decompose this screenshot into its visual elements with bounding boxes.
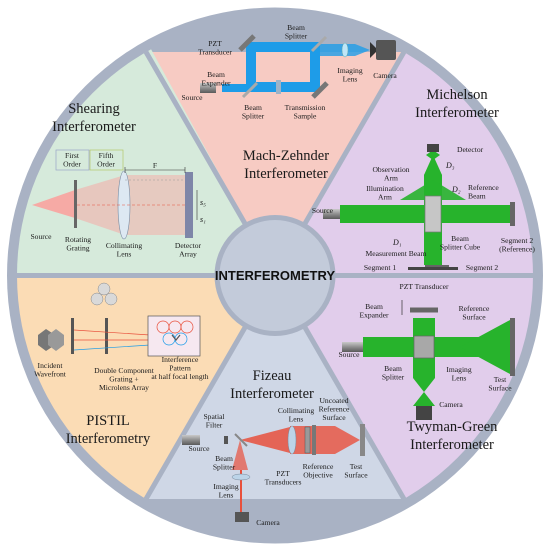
mz-camera-label: Camera (373, 71, 397, 80)
michelson-title-line1: Michelson (426, 87, 488, 103)
michelson-d2-label: D₂ (451, 185, 461, 194)
center-title: INTERFEROMETRY (215, 268, 335, 283)
michelson-segment-2-bottom-label: Segment 2 (466, 263, 498, 272)
shearing-s1-label: s₁ (200, 215, 206, 224)
mz-title-line1: Mach-Zehnder (243, 148, 329, 164)
tg-title-line1: Twyman-Green (407, 419, 499, 435)
michelson-segment-1-label: Segment 1 (364, 263, 396, 272)
shearing-title-line1: Shearing (68, 101, 120, 117)
pistil-title-line1: PISTIL (86, 413, 130, 429)
mz-source-label: Source (181, 93, 203, 102)
tg-camera-label: Camera (439, 400, 463, 409)
shearing-f-label: F (153, 161, 157, 170)
pistil-title-line2: Interferometry (66, 431, 151, 447)
michelson-measurement-beam-label: Measurement Beam (366, 249, 427, 258)
tg-source-label: Source (338, 350, 360, 359)
fizeau-title-line1: Fizeau (253, 368, 292, 384)
tg-title-line2: Interferometer (410, 437, 494, 453)
sector-mach-zehnder (146, 52, 404, 276)
michelson-d3-label: D₃ (445, 161, 455, 170)
tg-pzt-label: PZT Transducer (399, 282, 448, 291)
michelson-detector-label: Detector (457, 145, 484, 154)
michelson-segment-2-reference-label: Segment 2(Reference) (499, 236, 535, 254)
michelson-panel: Michelson Interferometer Detector D₃ Obs… (312, 87, 535, 272)
michelson-d1-label: D₁ (392, 238, 402, 247)
mz-title-line2: Interferometer (244, 166, 328, 182)
shearing-title-line2: Interferometer (52, 119, 136, 135)
shearing-s5-label: s₅ (200, 198, 206, 207)
fizeau-camera-label: Camera (256, 518, 280, 527)
shearing-source-label: Source (30, 232, 52, 241)
michelson-source-label: Source (312, 206, 334, 215)
fizeau-source-label: Source (188, 444, 210, 453)
center-hub (214, 215, 336, 336)
fizeau-title-line2: Interferometer (230, 386, 314, 402)
michelson-title-line2: Interferometer (415, 105, 499, 121)
